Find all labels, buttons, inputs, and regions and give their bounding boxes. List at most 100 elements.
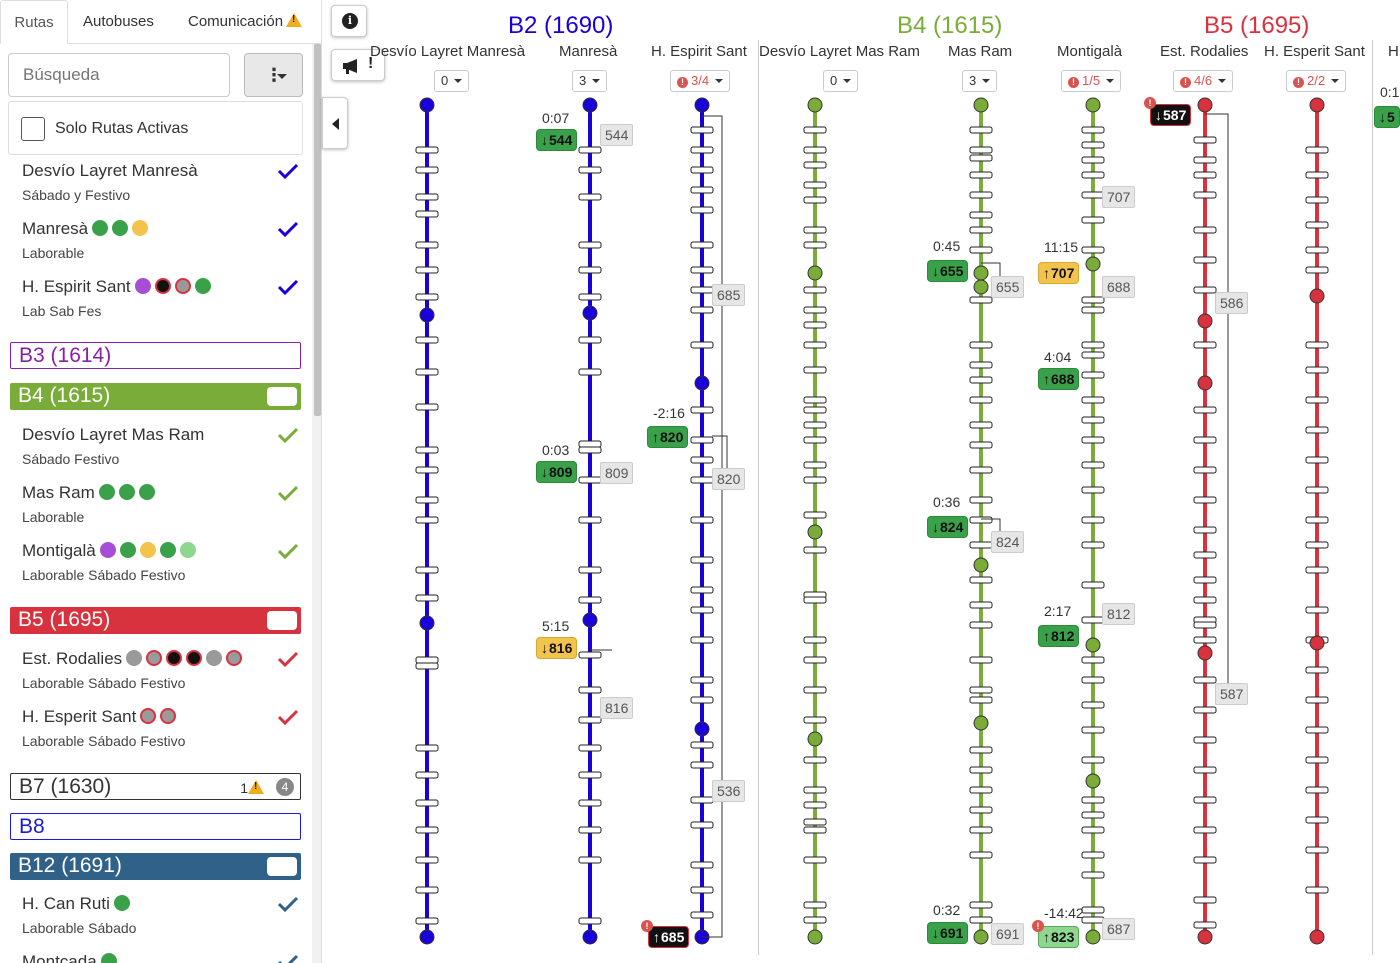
bus-badge[interactable]: ↑812 [1038, 625, 1080, 647]
stop-marker[interactable] [969, 171, 993, 179]
stop-marker[interactable] [690, 676, 714, 684]
bus-badge[interactable]: ↑823 [1038, 926, 1080, 948]
stop-marker[interactable] [803, 286, 827, 294]
route-item-masram[interactable]: Mas Ram [22, 483, 155, 503]
stop-marker[interactable] [1081, 171, 1105, 179]
group-toggle[interactable] [267, 611, 297, 630]
search-input[interactable] [8, 53, 230, 97]
group-b7[interactable]: B7 (1630) 1 4 [10, 773, 301, 800]
stop-marker[interactable] [1081, 756, 1105, 764]
stop-marker[interactable] [803, 716, 827, 724]
stop-marker[interactable] [803, 756, 827, 764]
stop-marker[interactable] [578, 241, 602, 249]
main-stop-marker[interactable] [807, 524, 823, 540]
route-item-montcada[interactable]: Montcada [22, 952, 117, 963]
stop-marker[interactable] [1081, 306, 1105, 314]
main-stop-marker[interactable] [807, 731, 823, 747]
main-stop-marker[interactable] [973, 265, 989, 281]
group-b12[interactable]: B12 (1691) [10, 853, 301, 880]
stop-marker[interactable] [690, 741, 714, 749]
stop-marker[interactable] [1193, 856, 1217, 864]
main-stop-marker[interactable] [419, 307, 435, 323]
stop-marker[interactable] [969, 296, 993, 304]
stop-marker[interactable] [969, 246, 993, 254]
stop-marker[interactable] [969, 441, 993, 449]
bus-badge[interactable]: ↓655 [927, 260, 969, 282]
group-b5[interactable]: B5 (1695) [10, 607, 301, 634]
stop-marker[interactable] [1081, 851, 1105, 859]
stop-marker[interactable] [690, 911, 714, 919]
stop-marker[interactable] [415, 799, 439, 807]
stop-marker[interactable] [1305, 816, 1329, 824]
stop-marker[interactable] [969, 601, 993, 609]
stop-marker[interactable] [690, 476, 714, 484]
bus-badge[interactable]: ↑688 [1038, 368, 1080, 390]
stop-marker[interactable] [969, 621, 993, 629]
stop-marker[interactable] [969, 696, 993, 704]
stop-marker[interactable] [415, 744, 439, 752]
stop-marker[interactable] [690, 636, 714, 644]
stop-bus-label[interactable]: 809 [600, 462, 634, 484]
stop-marker[interactable] [690, 556, 714, 564]
stop-marker[interactable] [1081, 676, 1105, 684]
route-item-canruti[interactable]: H. Can Ruti [22, 894, 130, 914]
group-toggle[interactable] [267, 387, 297, 406]
main-stop-marker[interactable] [807, 97, 823, 113]
main-stop-marker[interactable] [1197, 929, 1213, 945]
stop-bus-label[interactable]: 655 [991, 276, 1025, 298]
stop-marker[interactable] [690, 606, 714, 614]
stop-marker[interactable] [578, 516, 602, 524]
route-item-manresa[interactable]: Manresà [22, 219, 149, 239]
stop-marker[interactable] [415, 917, 439, 925]
stop-marker[interactable] [969, 541, 993, 549]
stop-marker[interactable] [803, 801, 827, 809]
main-stop-marker[interactable] [1309, 635, 1325, 651]
tab-autobuses[interactable]: Autobuses [83, 0, 154, 44]
route-item-esperit[interactable]: H. Esperit Sant [22, 707, 177, 727]
stop-marker[interactable] [690, 206, 714, 214]
stop-marker[interactable] [1193, 596, 1217, 604]
stop-marker[interactable] [1305, 396, 1329, 404]
stop-marker[interactable] [1081, 416, 1105, 424]
stop-bus-label[interactable]: 685 [712, 284, 746, 306]
stop-marker[interactable] [969, 746, 993, 754]
trip-select[interactable]: 0 [823, 70, 859, 92]
stop-marker[interactable] [415, 403, 439, 411]
stop-marker[interactable] [1193, 496, 1217, 504]
stop-marker[interactable] [690, 516, 714, 524]
stop-marker[interactable] [1305, 886, 1329, 894]
stop-marker[interactable] [415, 336, 439, 344]
stop-marker[interactable] [803, 686, 827, 694]
stop-marker[interactable] [578, 799, 602, 807]
stop-marker[interactable] [1305, 666, 1329, 674]
bus-badge[interactable]: ↓5 [1374, 106, 1400, 128]
stop-marker[interactable] [578, 917, 602, 925]
stop-marker[interactable] [803, 596, 827, 604]
stop-marker[interactable] [415, 771, 439, 779]
main-stop-marker[interactable] [1197, 313, 1213, 329]
main-stop-marker[interactable] [419, 97, 435, 113]
stop-marker[interactable] [803, 546, 827, 554]
stop-marker[interactable] [415, 516, 439, 524]
route-item-montigala[interactable]: Montigalà [22, 541, 196, 561]
stop-marker[interactable] [803, 306, 827, 314]
stop-marker[interactable] [1305, 606, 1329, 614]
main-stop-marker[interactable] [1085, 256, 1101, 272]
stop-marker[interactable] [690, 286, 714, 294]
stop-marker[interactable] [1081, 156, 1105, 164]
stop-marker[interactable] [1081, 216, 1105, 224]
stop-marker[interactable] [803, 341, 827, 349]
stop-marker[interactable] [690, 456, 714, 464]
trip-select[interactable]: 3 [962, 70, 998, 92]
stop-marker[interactable] [578, 266, 602, 274]
stop-marker[interactable] [415, 826, 439, 834]
stop-marker[interactable] [690, 821, 714, 829]
trip-select[interactable]: !4/6 [1173, 70, 1234, 92]
main-stop-marker[interactable] [419, 929, 435, 945]
stop-marker[interactable] [1081, 191, 1105, 199]
stop-marker[interactable] [803, 181, 827, 189]
stop-marker[interactable] [1081, 871, 1105, 879]
stop-marker[interactable] [1081, 811, 1105, 819]
main-stop-marker[interactable] [1085, 929, 1101, 945]
stop-marker[interactable] [1081, 126, 1105, 134]
